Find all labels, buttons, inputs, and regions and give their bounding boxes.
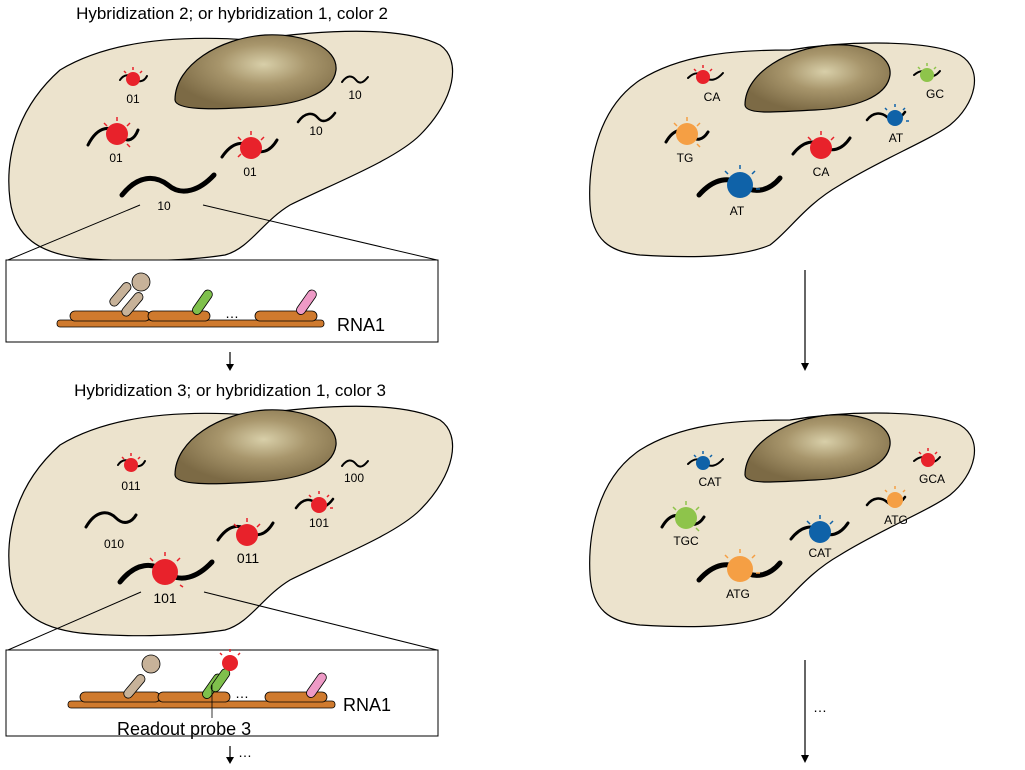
- down-arrow: [801, 660, 809, 763]
- blue-spot: [693, 451, 713, 470]
- zoom-line: [203, 591, 438, 651]
- red-spot: [149, 552, 184, 588]
- rna-strand: [296, 111, 337, 124]
- spot-label: 010: [104, 537, 124, 551]
- rna-strand: [341, 75, 369, 84]
- spot-label: CAT: [698, 475, 722, 489]
- zoom-line: [202, 204, 438, 261]
- encoding-probe: [254, 310, 318, 322]
- down-arrow: [801, 270, 809, 371]
- spot-label: ATG: [884, 513, 908, 527]
- red-spot: [237, 131, 265, 159]
- right-top-cell: CA GC AT TG CA AT: [589, 42, 976, 258]
- rna-label: RNA1: [337, 315, 385, 335]
- spot-label: TG: [677, 151, 694, 165]
- readout-probe: [192, 289, 213, 315]
- left-bottom-cell: 011 100 101 010 011 101: [8, 405, 454, 637]
- green-spot: [672, 501, 700, 532]
- continuation-dots: …: [238, 744, 252, 760]
- spot-label: 101: [309, 516, 329, 530]
- ellipsis: …: [225, 305, 239, 321]
- spot-label: 01: [109, 151, 123, 165]
- readout-probe: [123, 674, 146, 699]
- green-spot: [917, 63, 937, 82]
- spot-label: AT: [730, 204, 745, 218]
- red-spot: [233, 518, 261, 546]
- left-bottom-title: Hybridization 3; or hybridization 1, col…: [74, 381, 386, 400]
- readout-dye: [131, 272, 151, 292]
- inset-frame: [5, 259, 439, 343]
- spot-label: 10: [157, 199, 171, 213]
- nucleus: [744, 414, 891, 483]
- probe-label: Readout probe 3: [117, 719, 251, 739]
- spot-label: CAT: [808, 546, 832, 560]
- spot-label: 100: [344, 471, 364, 485]
- spot-label: 10: [309, 124, 323, 138]
- rna-label: RNA1: [343, 695, 391, 715]
- encoding-probe: [157, 691, 231, 703]
- spot-label: 011: [237, 550, 260, 566]
- orange-spot: [673, 117, 701, 148]
- red-spot: [219, 649, 241, 671]
- blue-spot: [884, 104, 909, 126]
- right-bottom-cell: CAT GCA ATG TGC CAT ATG: [589, 412, 976, 628]
- readout-probe: [296, 289, 317, 315]
- spot-label: TGC: [673, 534, 699, 548]
- spot-label: GC: [926, 87, 944, 101]
- spot-label: ATG: [726, 587, 750, 601]
- spot-label: GCA: [919, 472, 945, 486]
- left-top-title: Hybridization 2; or hybridization 1, col…: [76, 4, 388, 23]
- spot-label: 011: [121, 479, 140, 493]
- left-bottom-inset: … RNA1 Readout probe 3: [5, 649, 439, 739]
- red-spot: [807, 131, 835, 159]
- spot-label: CA: [813, 165, 830, 179]
- red-spot: [918, 448, 938, 467]
- spot-label: 10: [348, 88, 362, 102]
- spot-label: 01: [126, 92, 140, 106]
- readout-dye: [141, 654, 161, 674]
- readout-probe: [306, 672, 327, 698]
- spot-label: 01: [243, 165, 257, 179]
- red-spot: [121, 453, 141, 472]
- nucleus: [744, 44, 891, 113]
- spot-label: 101: [153, 590, 177, 606]
- encoding-probe: [264, 691, 328, 703]
- red-spot: [103, 117, 131, 148]
- left-top-cell: 01 10 01 10 01 10: [8, 30, 454, 262]
- readout-probe: [121, 292, 144, 317]
- rna-strand: [84, 511, 138, 529]
- red-spot: [693, 65, 713, 84]
- continuation-dots: …: [813, 699, 827, 715]
- orange-spot: [884, 486, 906, 508]
- spot-label: AT: [889, 131, 904, 145]
- encoding-probe: [79, 691, 161, 703]
- left-top-inset: … RNA1: [5, 259, 439, 343]
- blue-spot: [806, 515, 834, 543]
- down-arrow: [226, 352, 234, 371]
- down-arrow: [226, 746, 234, 764]
- rna-strand: [341, 459, 369, 468]
- readout-probe: [109, 282, 132, 307]
- red-spot: [123, 67, 143, 86]
- ellipsis: …: [235, 685, 249, 701]
- nucleus: [174, 409, 337, 485]
- red-spot: [308, 491, 333, 513]
- rna-strand: [119, 172, 217, 198]
- orange-spot: [724, 549, 760, 582]
- nucleus: [174, 34, 337, 110]
- encoding-probe: [69, 310, 151, 322]
- blue-spot: [724, 165, 760, 198]
- zoom-line: [7, 204, 141, 261]
- spot-label: CA: [704, 90, 721, 104]
- zoom-line: [7, 591, 142, 651]
